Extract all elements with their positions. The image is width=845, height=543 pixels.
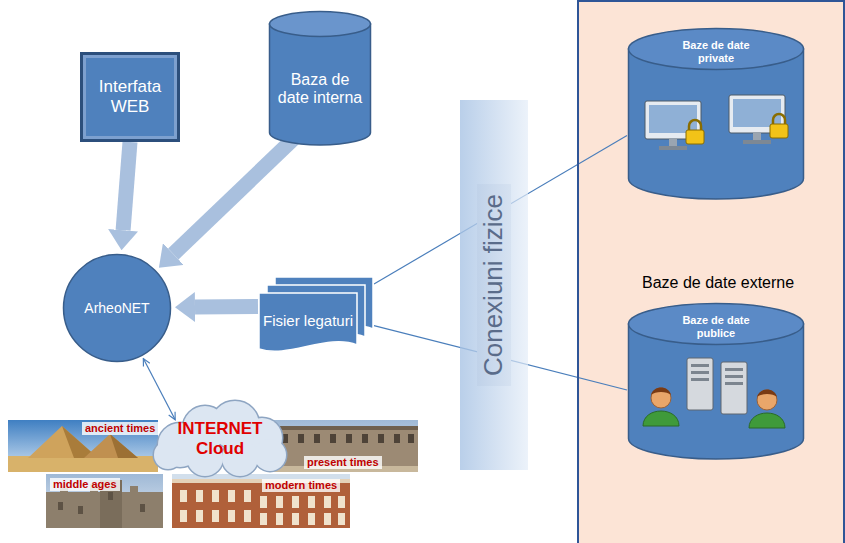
cylinder-body: [270, 24, 371, 145]
external-panel: Baze de date externe Baze de date private…: [577, 0, 845, 543]
cloud-fill: [254, 439, 286, 471]
present-photo: [272, 420, 418, 472]
node-label: Baze de date publice: [671, 314, 761, 339]
node-label: Conexiuni fizice: [477, 184, 511, 386]
node-label: INTERNET Cloud: [170, 419, 270, 458]
cloud-fill: [154, 441, 182, 469]
photo-caption: present times: [304, 456, 382, 469]
circle-outline: [64, 255, 171, 362]
panel-ground: [577, 0, 845, 543]
modern-photo: [172, 474, 350, 528]
region-heading: Baze de date externe: [642, 274, 794, 292]
node-label: Fisier legaturi: [263, 312, 353, 329]
node-label: Baze de date private: [676, 39, 756, 64]
node-label: ArheoNET: [84, 300, 149, 316]
database-cylinder: Baze de date private: [627, 27, 805, 202]
cloud-lobe: [154, 441, 182, 469]
user-icon: [643, 388, 679, 427]
locked-computer-icon: [729, 95, 788, 144]
cylinder-top: [629, 304, 804, 345]
photo-caption: ancient times: [82, 422, 158, 435]
cylinder-top: [270, 12, 371, 37]
server-icon: [687, 358, 713, 410]
cylinder-top: [629, 29, 804, 70]
flow-arrow: [195, 299, 258, 315]
flow-arrow: [173, 138, 294, 254]
cloud-shape: INTERNET Cloud: [140, 400, 300, 476]
user-icon: [749, 390, 785, 429]
locked-computer-icon: [645, 101, 704, 150]
database-cylinder: Baza de date interna: [268, 10, 372, 148]
photo-caption: modern times: [262, 479, 340, 492]
photo-caption: middle ages: [50, 478, 120, 491]
link-line: [143, 359, 175, 420]
node-label: Baza de date interna: [274, 71, 366, 108]
system-circle: ArheoNET: [62, 253, 172, 363]
cloud-outline: [154, 401, 286, 476]
database-cylinder: Baze de date publice: [627, 302, 805, 462]
connection-band: Conexiuni fizice: [460, 100, 528, 470]
server-icon: [721, 362, 747, 414]
cylinder-body: [629, 49, 804, 199]
document-stack: Fisier legaturi: [258, 276, 374, 356]
ancient-photo: [8, 420, 158, 472]
web-interface-box: Interfata WEB: [80, 52, 180, 142]
middle-ages-photo: [46, 474, 163, 528]
node-label: Interfata WEB: [91, 77, 169, 116]
flow-arrow: [123, 142, 130, 230]
cloud-lobe: [254, 439, 286, 471]
document-sheet: [259, 293, 357, 351]
